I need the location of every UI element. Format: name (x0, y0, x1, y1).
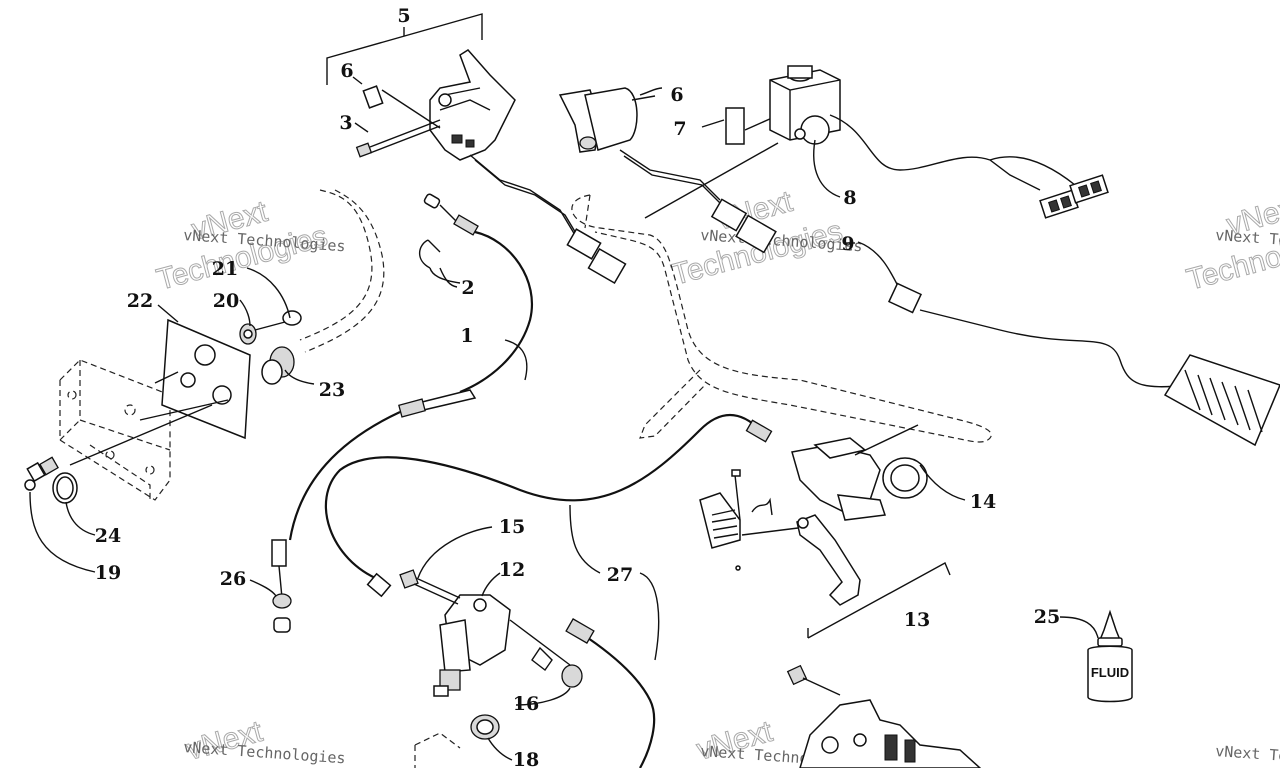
phantom-cable (299, 189, 373, 341)
screw-3 (355, 119, 441, 158)
watermark-small: vNext Technologies (1215, 742, 1280, 768)
callout-7: 7 (673, 118, 686, 140)
bracket-4 (326, 13, 483, 85)
callout-25: 25 (1034, 606, 1060, 628)
callout-24: 24 (95, 525, 121, 547)
plate-22 (161, 318, 251, 440)
callout-4: 5 (397, 5, 410, 27)
callout-22: 22 (127, 290, 153, 312)
callout-9: 9 (841, 233, 854, 255)
callout-8: 8 (843, 187, 856, 209)
callout-labels: 5 6 3 6 7 8 9 2 1 21 20 22 23 14 24 19 1… (95, 5, 1060, 771)
ring-24 (52, 472, 78, 504)
switch-wire (989, 156, 1076, 186)
heater-element-9 (857, 241, 1280, 447)
phantom-cable (304, 189, 385, 353)
bracket-13 (807, 562, 951, 639)
callout-5: 6 (340, 60, 353, 82)
nut-16 (531, 646, 583, 688)
leader-7 (701, 119, 725, 128)
switch-wire (474, 159, 581, 241)
switch-wire (829, 114, 1041, 191)
plug (1039, 174, 1109, 219)
fluid-bottle-25: FLUID (1087, 609, 1133, 703)
grip-wire (619, 149, 721, 201)
master-cylinder-14 (791, 424, 928, 521)
leader-5 (381, 89, 441, 129)
bolt-15 (399, 569, 461, 605)
grip-heater-6 (558, 87, 656, 153)
leader-line (154, 371, 179, 384)
handlebar-phantom (571, 194, 992, 443)
callout-15: 15 (499, 516, 525, 538)
plate-5 (362, 85, 384, 109)
grip-wire (623, 155, 723, 206)
callout-26: 26 (220, 568, 246, 590)
callout-1: 1 (460, 325, 473, 347)
callout-21: 21 (212, 258, 238, 280)
caliper (786, 664, 982, 769)
callout-6: 6 (670, 84, 683, 106)
clip-2 (418, 239, 441, 269)
callout-18: 18 (513, 749, 539, 768)
leader-7 (744, 117, 773, 131)
connector (566, 228, 627, 285)
nut-20 (239, 323, 257, 345)
callout-leaders (29, 76, 1099, 761)
fluid-label: FLUID (1091, 665, 1129, 680)
connector (710, 198, 777, 254)
callout-13: 13 (904, 609, 930, 631)
leader-line (139, 399, 229, 421)
switch-block-8 (769, 65, 841, 145)
leader-line (69, 404, 213, 466)
lever-13 (699, 469, 861, 606)
callout-23: 23 (319, 379, 345, 401)
label-7 (725, 107, 745, 145)
callout-14: 14 (970, 491, 996, 513)
brake-hose-27 (324, 414, 773, 769)
socket-23 (261, 346, 295, 385)
mount-box (59, 359, 171, 501)
callout-3: 3 (339, 112, 352, 134)
switch-wire (469, 154, 576, 236)
callout-12: 12 (499, 559, 525, 581)
callout-2: 2 (461, 277, 474, 299)
fitting-19 (24, 456, 59, 491)
leader-line (509, 619, 571, 666)
leader-2 (439, 267, 458, 288)
callout-16: 16 (513, 693, 539, 715)
callout-19: 19 (95, 562, 121, 584)
brake-switch-12 (433, 594, 511, 697)
fitting-18 (414, 714, 500, 768)
cap-21 (254, 310, 302, 331)
leader-line (644, 142, 779, 219)
throttle-cable-1 (271, 193, 533, 633)
switch-housing (429, 49, 516, 161)
callout-27: 27 (607, 564, 633, 586)
callout-20: 20 (213, 290, 239, 312)
